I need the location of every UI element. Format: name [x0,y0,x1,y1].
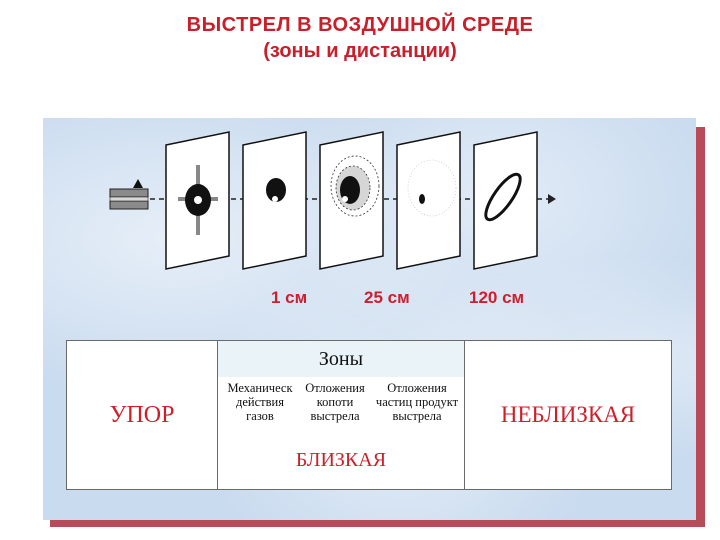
subzone-soot-line-3: выстрела [310,409,360,423]
subzone-mechanical-line-3: газов [246,409,274,423]
subzone-mechanical: Механическ действия газов [217,381,303,435]
subzone-mechanical-line-2: действия [236,395,284,409]
gun-barrel-icon [109,179,149,210]
zone-contact: УПОР [109,401,175,428]
subzone-soot-line-1: Отложения [305,381,365,395]
target-plate-near [396,131,461,270]
title-line-1: ВЫСТРЕЛ В ВОЗДУШНОЙ СРЕДЕ [186,14,534,36]
subzone-soot-line-2: копоти [316,395,354,409]
zone-close: БЛИЗКАЯ [295,449,387,471]
target-plate-1cm [242,131,307,270]
target-plate-contact [165,131,230,270]
zones-header: Зоны [217,341,465,377]
subzone-soot: Отложения копоти выстрела [297,381,373,435]
zones-table: УПОР Зоны Механическ действия газов Отло… [66,340,672,490]
distance-label-25cm: 25 см [364,288,410,307]
subzone-mechanical-line-1: Механическ [227,381,293,395]
target-plate-120cm [473,131,538,270]
zone-non-close: НЕБЛИЗКАЯ [500,402,636,427]
distance-label-1cm: 1 см [271,288,308,307]
zone-close-column [217,377,465,489]
trajectory-arrow [548,194,556,204]
subzone-particles-line-3: выстрела [392,409,442,423]
subzone-particles-line-1: Отложения [387,381,447,395]
target-plate-25cm [319,131,384,270]
distance-label-120cm: 120 см [469,288,525,307]
subzone-particles-line-2: частиц продукт [375,395,459,409]
title-line-2: (зоны и дистанции) [263,40,457,62]
subzone-particles: Отложения частиц продукт выстрела [369,381,465,435]
